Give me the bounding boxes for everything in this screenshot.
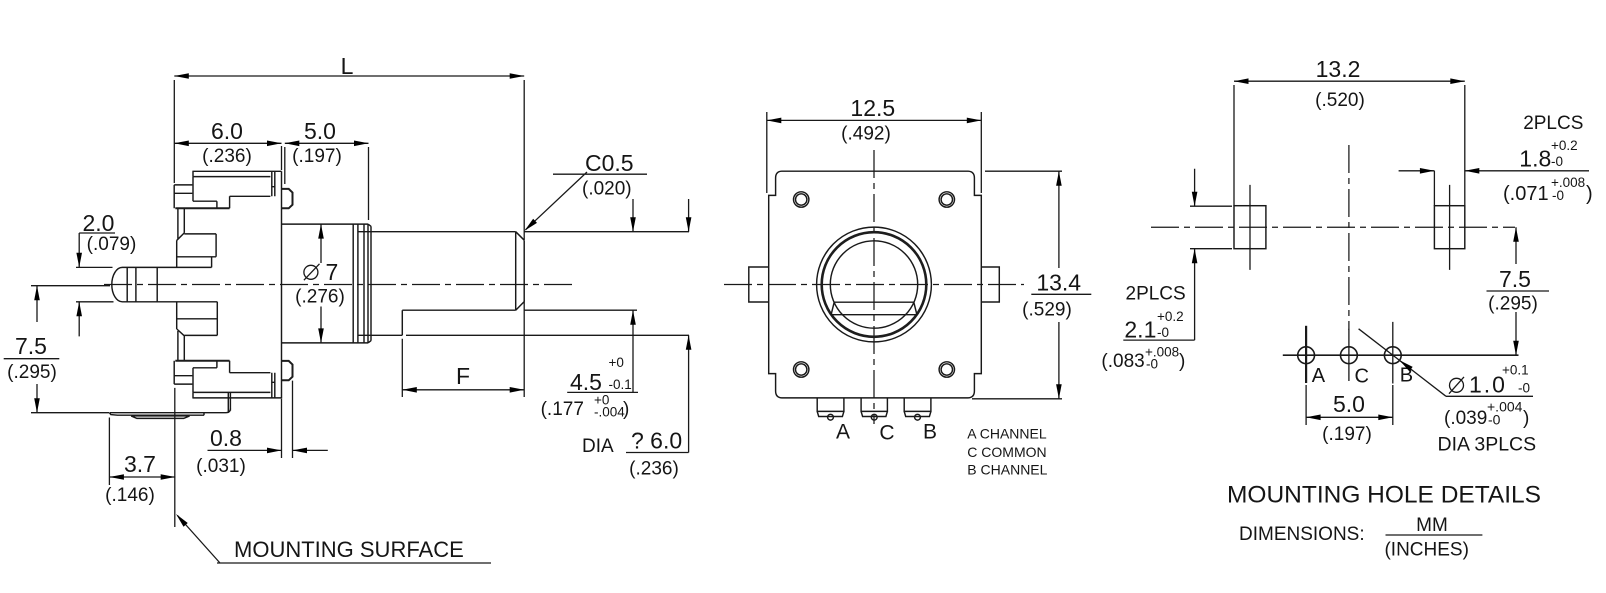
svg-text:(.177: (.177 bbox=[541, 399, 584, 420]
svg-text:(.529): (.529) bbox=[1022, 300, 1072, 321]
svg-text:-0: -0 bbox=[1146, 357, 1158, 372]
svg-text:(.295): (.295) bbox=[7, 362, 57, 383]
svg-text:(.039: (.039 bbox=[1444, 408, 1487, 429]
svg-text:+0.2: +0.2 bbox=[1551, 138, 1578, 153]
svg-text:1.8: 1.8 bbox=[1519, 146, 1551, 172]
svg-text:-0: -0 bbox=[1488, 412, 1501, 428]
svg-text:(.079): (.079) bbox=[87, 234, 137, 255]
svg-text:): ) bbox=[1523, 408, 1529, 429]
svg-text:(INCHES): (INCHES) bbox=[1384, 540, 1468, 561]
svg-text:DIA: DIA bbox=[582, 436, 614, 457]
svg-text:5.0: 5.0 bbox=[1333, 391, 1365, 417]
svg-text:(.236): (.236) bbox=[202, 146, 252, 167]
svg-text:5.0: 5.0 bbox=[304, 118, 336, 144]
svg-text:B: B bbox=[923, 421, 937, 444]
svg-text:C: C bbox=[879, 422, 894, 445]
svg-text:-.004: -.004 bbox=[594, 405, 625, 420]
svg-text:-0.1: -0.1 bbox=[609, 377, 632, 392]
svg-text:+0: +0 bbox=[594, 393, 609, 408]
svg-text:2.0: 2.0 bbox=[83, 210, 115, 236]
svg-text:(.492): (.492) bbox=[841, 124, 891, 145]
svg-text:B CHANNEL: B CHANNEL bbox=[967, 462, 1047, 478]
svg-text:(.520): (.520) bbox=[1315, 90, 1365, 111]
svg-text:(.197): (.197) bbox=[292, 146, 342, 167]
svg-text:(.031): (.031) bbox=[196, 456, 246, 477]
svg-text:13.2: 13.2 bbox=[1316, 56, 1361, 82]
svg-text:(.083: (.083 bbox=[1101, 351, 1144, 372]
svg-text:(.276): (.276) bbox=[295, 287, 345, 308]
svg-text:0.8: 0.8 bbox=[210, 425, 242, 451]
svg-text:-0: -0 bbox=[1552, 188, 1564, 203]
svg-text:A: A bbox=[836, 421, 850, 444]
svg-text:(.295): (.295) bbox=[1488, 294, 1538, 315]
svg-text:C COMMON: C COMMON bbox=[967, 444, 1046, 460]
svg-text:7.5: 7.5 bbox=[15, 333, 47, 359]
svg-text:2.1: 2.1 bbox=[1124, 317, 1156, 343]
svg-text:(.071: (.071 bbox=[1503, 183, 1549, 205]
svg-text:F: F bbox=[456, 363, 470, 389]
svg-text:+0.2: +0.2 bbox=[1157, 309, 1184, 324]
svg-text:C: C bbox=[1355, 366, 1369, 388]
svg-text:+0.1: +0.1 bbox=[1502, 363, 1529, 378]
svg-text:6.0: 6.0 bbox=[211, 118, 243, 144]
svg-text:(.146): (.146) bbox=[105, 485, 155, 506]
svg-text:+0: +0 bbox=[609, 355, 624, 370]
svg-text:2PLCS: 2PLCS bbox=[1126, 284, 1186, 305]
svg-text:1.0: 1.0 bbox=[1469, 372, 1507, 398]
svg-text:DIMENSIONS:: DIMENSIONS: bbox=[1239, 524, 1365, 545]
svg-text:A CHANNEL: A CHANNEL bbox=[967, 426, 1047, 442]
svg-text:MM: MM bbox=[1416, 515, 1448, 536]
svg-text:-0: -0 bbox=[1551, 154, 1563, 169]
svg-text:13.4: 13.4 bbox=[1036, 270, 1081, 296]
svg-text:A: A bbox=[1312, 365, 1326, 387]
svg-text:MOUNTING HOLE DETAILS: MOUNTING HOLE DETAILS bbox=[1227, 482, 1541, 509]
svg-text:2PLCS: 2PLCS bbox=[1523, 113, 1583, 134]
svg-text:-0: -0 bbox=[1157, 325, 1169, 340]
svg-text:(.020): (.020) bbox=[582, 179, 632, 200]
svg-text:MOUNTING SURFACE: MOUNTING SURFACE bbox=[234, 537, 464, 562]
svg-text:-0: -0 bbox=[1518, 381, 1530, 396]
svg-text:? 6.0: ? 6.0 bbox=[631, 428, 682, 454]
svg-text:7: 7 bbox=[326, 259, 339, 285]
svg-text:7.5: 7.5 bbox=[1499, 266, 1531, 292]
svg-text:4.5: 4.5 bbox=[570, 369, 602, 395]
svg-text:(.197): (.197) bbox=[1322, 424, 1372, 445]
svg-text:): ) bbox=[1586, 183, 1593, 205]
svg-text:DIA 3PLCS: DIA 3PLCS bbox=[1438, 434, 1537, 456]
svg-text:C0.5: C0.5 bbox=[585, 150, 634, 176]
svg-text:+.008: +.008 bbox=[1551, 175, 1585, 190]
svg-text:3.7: 3.7 bbox=[124, 451, 156, 477]
svg-text:+.008: +.008 bbox=[1145, 345, 1179, 360]
svg-text:): ) bbox=[623, 399, 629, 420]
svg-text:): ) bbox=[1179, 351, 1185, 372]
svg-text:+.004: +.004 bbox=[1487, 399, 1523, 415]
svg-text:(.236): (.236) bbox=[629, 459, 679, 480]
svg-text:L: L bbox=[341, 53, 354, 79]
svg-text:12.5: 12.5 bbox=[850, 95, 895, 121]
